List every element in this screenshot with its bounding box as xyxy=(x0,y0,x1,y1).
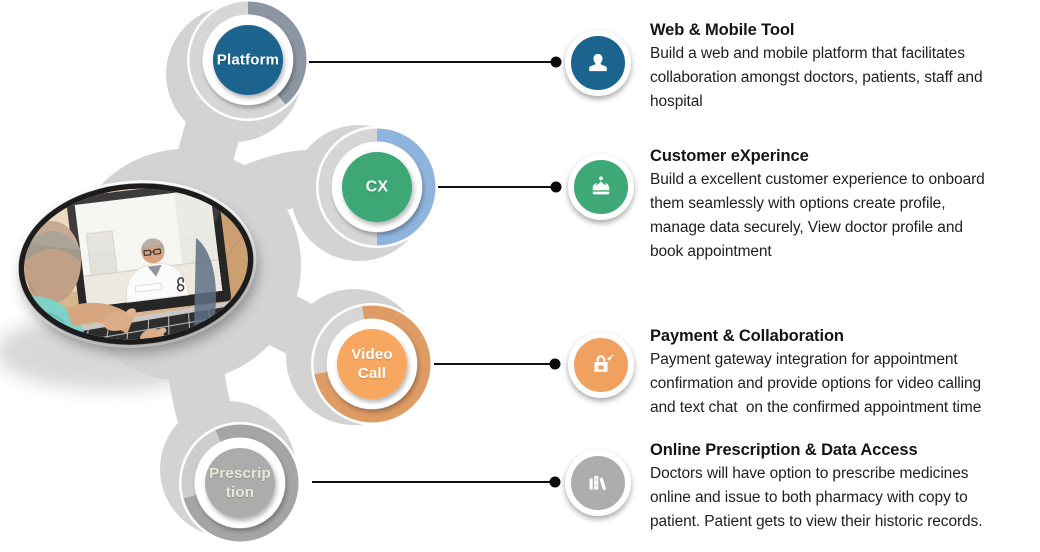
node-platform xyxy=(187,0,309,121)
web-mobile-icon-badge xyxy=(565,30,631,96)
payment-icon-badge xyxy=(568,332,634,398)
connector-dot xyxy=(550,56,562,68)
node-circle-platform xyxy=(213,25,283,95)
connector-lines xyxy=(309,61,556,483)
prescription-icon-badge xyxy=(565,450,631,516)
item-description: Doctors will have option to prescribe me… xyxy=(650,465,983,530)
shopping-bag-icon xyxy=(594,354,614,372)
item-description: Payment gateway integration for appointm… xyxy=(650,351,982,416)
item-customer-experience: Customer eXperince Build a excellent cus… xyxy=(650,146,1040,264)
node-cx xyxy=(316,126,438,248)
stethoscope xyxy=(176,277,185,292)
customer-experience-icon-badge xyxy=(568,154,634,220)
user-icon xyxy=(589,53,607,72)
item-title: Web & Mobile Tool xyxy=(650,21,795,39)
node-prescription xyxy=(179,422,301,544)
connector-dot xyxy=(550,181,562,193)
connector-dot xyxy=(549,476,561,488)
item-online-prescription: Online Prescription & Data Access Doctor… xyxy=(650,440,1040,534)
item-description: Build a excellent customer experience to… xyxy=(650,171,985,260)
item-description: Build a web and mobile platform that fac… xyxy=(650,45,983,110)
item-title: Online Prescription & Data Access xyxy=(650,441,918,459)
crown-icon xyxy=(592,176,610,195)
doctor-coat xyxy=(126,262,190,303)
item-web-mobile-tool: Web & Mobile Tool Build a web and mobile… xyxy=(650,20,1040,114)
connector-dot xyxy=(549,358,561,370)
node-circle-cx xyxy=(342,152,412,222)
item-payment-collaboration: Payment & Collaboration Payment gateway … xyxy=(650,326,1040,420)
connector-dots xyxy=(549,56,562,488)
node-circle-prescription xyxy=(205,448,275,518)
glasses xyxy=(143,248,162,257)
node-circle-video-call xyxy=(337,329,407,399)
node-video-call xyxy=(311,303,433,425)
books-icon xyxy=(589,476,607,491)
item-title: Payment & Collaboration xyxy=(650,327,844,345)
item-title: Customer eXperince xyxy=(650,147,809,165)
